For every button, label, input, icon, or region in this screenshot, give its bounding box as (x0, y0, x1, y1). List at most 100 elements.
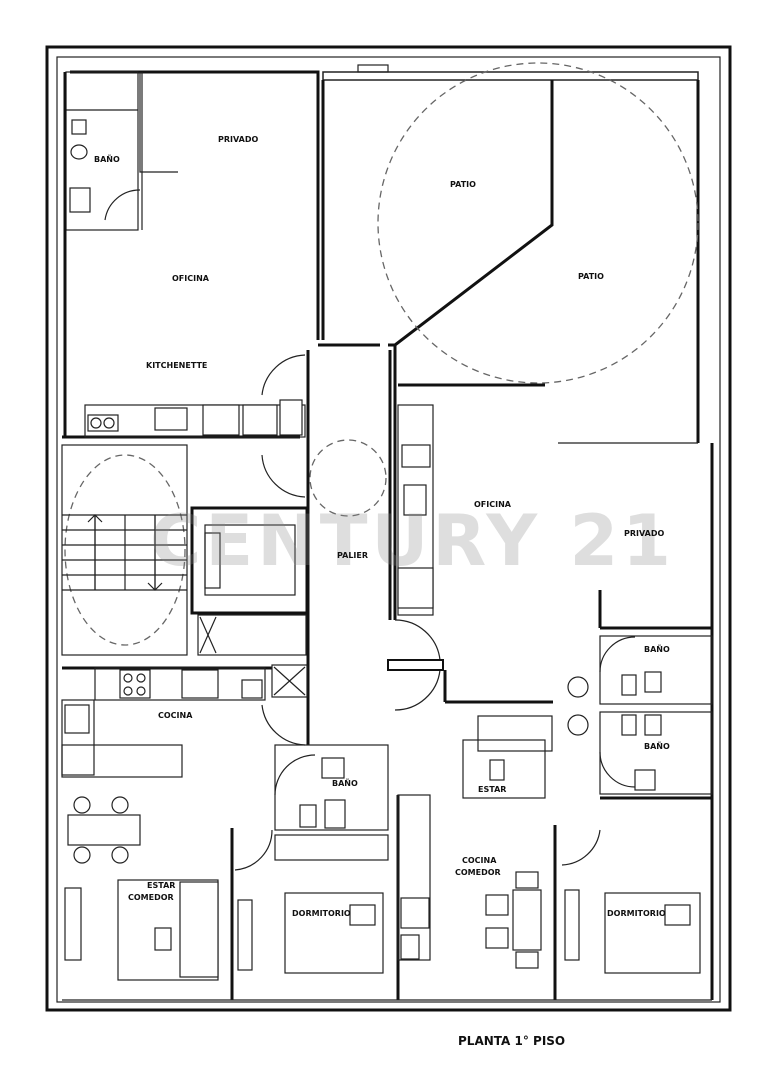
pillow-icon (664, 904, 691, 926)
wardrobe-icon (564, 889, 580, 961)
room-label-bano: BAÑO (332, 778, 358, 788)
door-swing (274, 754, 316, 796)
burner-icon (103, 417, 115, 429)
machine-cross (273, 666, 306, 696)
patio-diagonal-wall (388, 80, 554, 347)
door-frame (387, 659, 444, 671)
washer-icon (567, 714, 589, 736)
tv-icon (489, 759, 505, 781)
room-label-oficina: OFICINA (474, 500, 512, 509)
toilet-icon (621, 714, 637, 736)
stair-dash-ellipse (64, 454, 186, 646)
room-label-cocina: COCINA (158, 711, 193, 720)
room-label-patio: PATIO (578, 272, 604, 281)
chair-icon (73, 796, 91, 814)
dining-table-icon (67, 814, 141, 846)
burner-icon (136, 673, 146, 683)
tv-icon (154, 927, 172, 951)
room-label-patio: PATIO (450, 180, 476, 189)
room-label-estar: ESTAR (147, 881, 175, 890)
sink-icon (321, 757, 345, 779)
kitchenette-counter (84, 404, 306, 438)
apt-2-kitchen-counter (397, 794, 431, 961)
door-swing (261, 354, 306, 396)
toilet-icon (621, 674, 637, 696)
burner-icon (136, 686, 146, 696)
kitchen-sink-icon (154, 407, 188, 431)
outer-wall (45, 45, 732, 1012)
door-swing (394, 619, 441, 661)
chair-icon (515, 951, 539, 969)
patio-dash-circle (377, 62, 699, 384)
closet-strip (274, 834, 389, 861)
room-label-comedor: COMEDOR (455, 868, 501, 877)
room-label-comedor: COMEDOR (128, 893, 174, 902)
stair-treads (62, 514, 187, 591)
room-label-oficina: OFICINA (172, 274, 210, 283)
sink-icon (69, 187, 91, 213)
chair-icon (73, 846, 91, 864)
room-label-dormitorio: DORMITORIO (292, 909, 351, 918)
chair-icon (111, 846, 129, 864)
elevator-door (204, 532, 221, 589)
office-wall-top (70, 70, 320, 340)
service-cross (199, 616, 217, 654)
palier-dash-circle (309, 439, 387, 517)
stove-icon (400, 897, 430, 929)
bath-1-door-swing (104, 189, 141, 221)
washer-icon (567, 676, 589, 698)
sink-icon (64, 704, 90, 734)
top-vent (357, 64, 389, 73)
room-label-bano: BAÑO (644, 644, 670, 654)
sofa-icon (179, 881, 219, 978)
burner-icon (123, 673, 133, 683)
inner-outer-wall (56, 56, 721, 1003)
stair-up-arrow-icon (87, 514, 103, 590)
shower-icon (634, 769, 656, 791)
chair-icon (111, 796, 129, 814)
chair-icon (515, 871, 539, 889)
room-label-estar: ESTAR (478, 785, 506, 794)
service-closet (197, 614, 307, 656)
chair-icon (485, 927, 509, 949)
room-label-bano: BAÑO (94, 154, 120, 164)
burner-icon (90, 417, 102, 429)
door-swing (599, 636, 636, 673)
fridge-icon (397, 567, 434, 609)
sink-icon (403, 484, 427, 516)
room-label-privado: PRIVADO (218, 135, 258, 144)
appliance-icon-2 (279, 399, 303, 436)
stove-icon (401, 444, 431, 468)
chair-icon (485, 894, 509, 916)
appliance-icon (242, 404, 278, 436)
bath-2-area (274, 744, 389, 831)
plan-title: PLANTA 1° PISO (458, 1034, 565, 1048)
room-label-dormitorio: DORMITORIO (607, 909, 666, 918)
oven-icon (181, 669, 219, 699)
wardrobe-icon (64, 887, 82, 961)
sink-icon (644, 714, 662, 736)
wardrobe-icon (237, 899, 253, 971)
dining-table-icon (512, 889, 542, 951)
toilet-icon (299, 804, 317, 828)
stair-down-arrow-icon (147, 515, 163, 591)
sink-icon (644, 671, 662, 693)
door-swing (234, 829, 273, 871)
room-label-kitchenette: KITCHENETTE (146, 361, 207, 370)
shower-icon (324, 799, 346, 829)
pillow-icon (349, 904, 376, 926)
appliance-icon (241, 679, 263, 699)
watermark: CENTURY 21 (150, 500, 675, 582)
cocina-counter-top (94, 667, 266, 701)
patio-edge-strip (322, 71, 699, 81)
cocina-counter-left (61, 699, 95, 776)
toilet-bowl-icon (70, 144, 88, 160)
fridge-icon (202, 404, 240, 436)
sofa-icon (477, 715, 553, 752)
room-label-bano: BAÑO (644, 741, 670, 751)
office-2-counter (397, 404, 434, 616)
burner-icon (123, 686, 133, 696)
cocina-island (61, 744, 183, 778)
room-label-palier: PALIER (337, 551, 368, 560)
